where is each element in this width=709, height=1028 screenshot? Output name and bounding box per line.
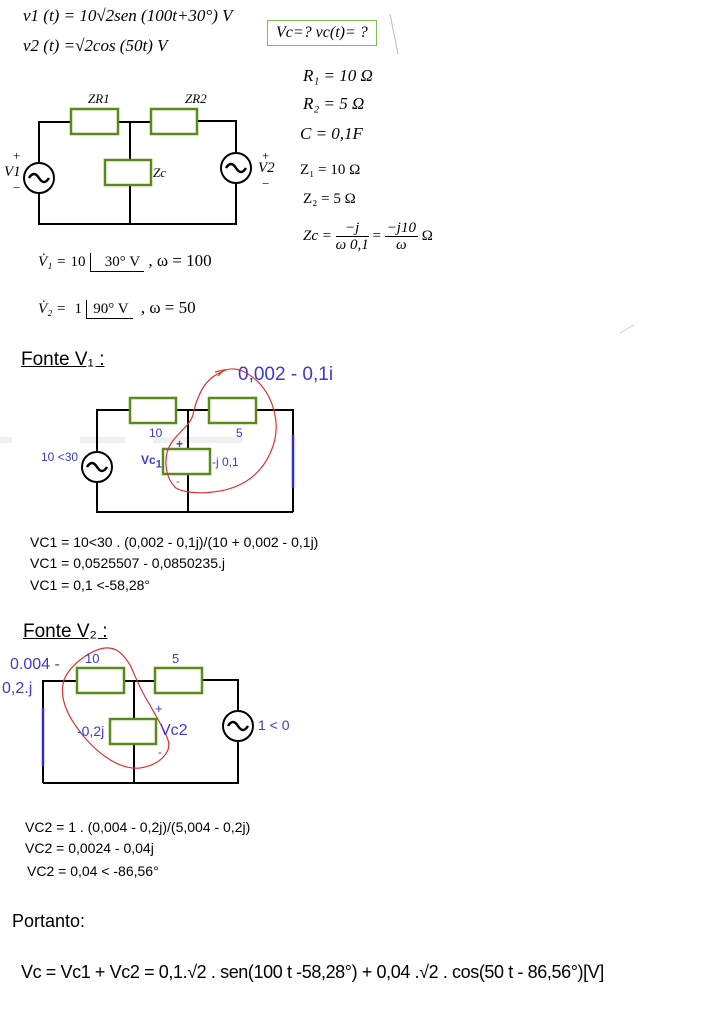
label-r-10: 10 [149,426,163,440]
v2-plus: + [262,148,270,163]
zc-equals: = [372,227,381,244]
calc-vc2-line-2: VC2 = 0,0024 - 0,04j [25,840,154,856]
hand-drawn-circle [165,368,277,494]
label-vc1: Vc1 [141,453,162,470]
zc-formula: Zc = −j ω 0,1 = −j10 ω Ω [303,220,433,253]
ac-wave-icon [27,172,51,184]
zc-num-2: −j10 [384,220,418,237]
label-source-1: 10 <30 [41,450,79,464]
label-source-2: 1 < 0 [258,717,290,733]
hand-drawn-circle [61,647,170,769]
wire [96,482,293,513]
ac-wave-icon [226,720,250,732]
phasor-v1-angle: 30° V [89,253,145,272]
decorative-bar [80,437,125,443]
label-vc2: Vc2 [160,722,188,739]
z2-value: Z₂ = 5 Ω [303,191,356,207]
phasor-v1-omega: , ω = 100 [148,251,212,270]
vc1-plus: + [176,437,184,451]
capacitor [161,447,212,476]
equiv-impedance-label-1: 0,002 - 0,1i [238,364,334,385]
wire [38,121,71,163]
wire [42,680,77,783]
question-box: Vc=? vc(t)= ? [267,20,377,46]
wire [43,742,239,784]
zc-unit: Ω [421,227,433,244]
ac-wave-icon [224,162,248,174]
v1-plus: + [13,148,21,163]
zc-fraction-2: −j10 ω [384,220,418,253]
calc-vc2-line-3: VC2 = 0,04 < -86,56° [27,863,159,879]
zc-num-1: −j [335,220,369,237]
decorative-bar [153,437,243,443]
phasor-v2-lhs: V̇₂ = [38,301,67,317]
param-r2: R₂ = 5 Ω [303,94,365,113]
final-result: Vc = Vc1 + Vc2 = 0,1.√2 . sen(100 t -58,… [21,962,604,982]
wire [202,679,239,711]
label-zc-2: -0,2j [77,723,105,739]
label-v2: V2 [258,160,275,176]
param-c: C = 0,1F [300,124,363,143]
wire [197,120,237,152]
resistor-zr2 [149,107,199,136]
phasor-v2: V̇₂ = 1 90° V , ω = 50 [38,298,196,319]
label-zr1: ZR1 [88,91,110,106]
decorative-line [619,324,635,334]
v2-equation: v2 (t) =√2cos (50t) V [23,36,168,55]
phasor-v2-omega: , ω = 50 [140,298,196,317]
conclusion-label: Portanto: [12,911,86,931]
decorative-line [389,13,399,55]
ac-wave-icon [85,461,109,473]
calc-vc2-line-1: VC2 = 1 . (0,004 - 0,2j)/(5,004 - 0,2j) [25,819,251,835]
resistor-10 [128,396,178,425]
phasor-v2-angle: 90° V [86,300,133,319]
zc-den-2: ω [396,237,407,253]
wire [38,183,237,225]
v1-equation: v1 (t) = 10√2sen (100t+30°) V [23,6,233,25]
wire [96,409,130,452]
phasor-v1: V̇₁ = 10 30° V , ω = 100 [38,251,212,272]
v1-minus: − [13,180,21,195]
capacitor-zc [103,158,153,187]
label-zr2: ZR2 [185,91,207,106]
vc2-plus: + [155,701,163,716]
heading-fonte-v2: Fonte V₂ : [23,621,108,642]
label-zc: Zc [153,165,166,180]
vc1-minus: - [176,476,180,488]
vc1-main: Vc [141,453,156,467]
label-r-5: 5 [172,651,180,666]
capacitor [108,717,158,746]
v2-minus: − [262,176,270,191]
zc-lhs: Zc = [303,227,332,244]
resistor-5 [153,666,204,695]
zc-fraction-1: −j ω 0,1 [335,220,369,253]
zc-den-1: ω 0,1 [335,237,369,253]
phasor-v1-mag: 10 [70,254,86,270]
equiv-impedance-label-2b: 0,2.j [2,680,33,697]
resistor-zr1 [69,107,120,136]
decorative-bar [0,437,12,443]
heading-fonte-v1: Fonte V₁ : [21,349,105,370]
z1-value: Z₁ = 10 Ω [300,162,361,178]
phasor-v2-mag: 1 [74,301,83,317]
phasor-v1-lhs: V̇₁ = [38,254,67,270]
calc-vc1-line-3: VC1 = 0,1 <-58,28° [30,577,151,593]
resistor-10 [75,666,126,695]
label-zc-1: -j 0,1 [212,455,239,469]
equiv-impedance-label-2a: 0.004 - [10,656,60,673]
label-r-10: 10 [85,651,100,666]
calc-vc1-line-1: VC1 = 10<30 . (0,002 - 0,1j)/(10 + 0,002… [30,534,319,550]
resistor-5 [207,396,258,425]
calc-vc1-line-2: VC1 = 0,0525507 - 0,0850235.j [30,555,225,571]
vc1-sub: 1 [155,458,162,471]
param-r1: R₁ = 10 Ω [303,66,373,85]
label-r-5: 5 [236,426,243,440]
label-v1: V1 [4,164,21,180]
vc2-minus: - [158,745,162,759]
